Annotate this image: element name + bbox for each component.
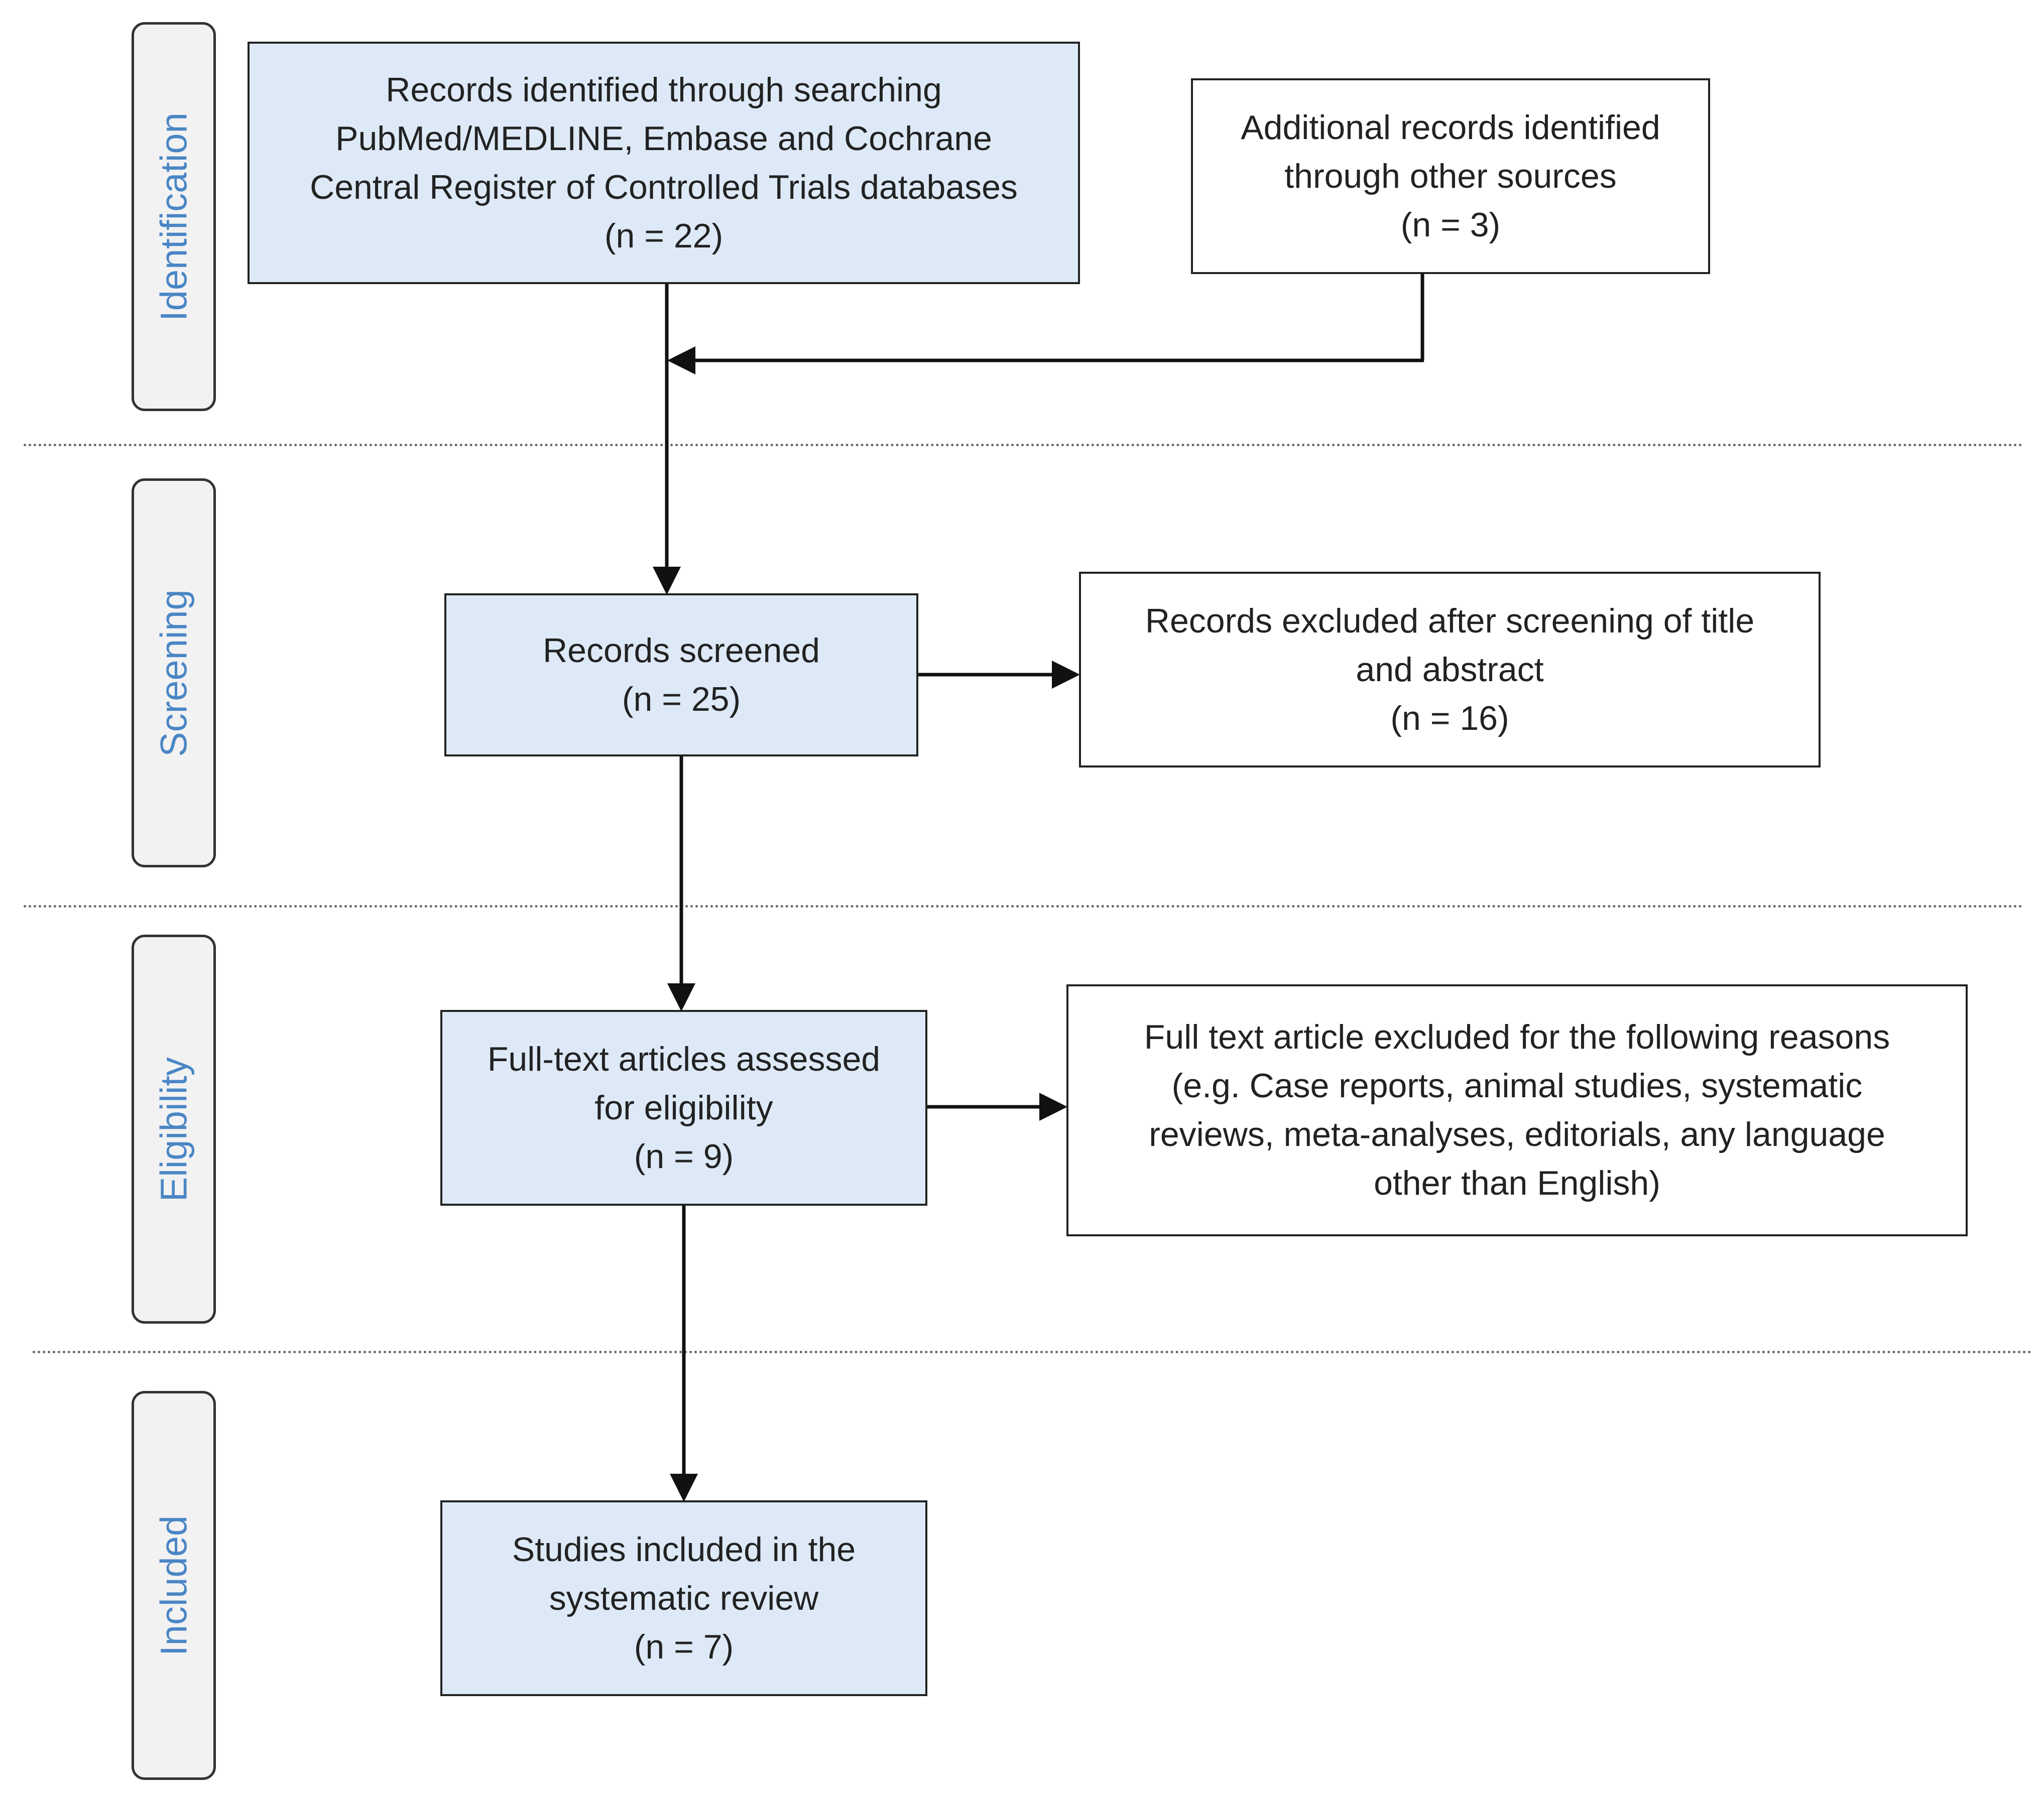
fulltext-assessed-count: (n = 9): [634, 1137, 734, 1176]
stage-label-included: Included: [132, 1391, 216, 1780]
fulltext-excluded-box: Full text article excluded for the follo…: [1066, 984, 1968, 1236]
stage-label-screening: Screening: [132, 478, 216, 867]
additional-records-box: Additional records identified through ot…: [1191, 78, 1710, 274]
records-screened-box: Records screened (n = 25): [444, 593, 918, 756]
records-identified-count: (n = 22): [604, 216, 724, 255]
stage-divider: [24, 444, 2023, 446]
studies-included-count: (n = 7): [634, 1627, 734, 1666]
additional-records-line: through other sources: [1284, 157, 1617, 195]
records-excluded-count: (n = 16): [1390, 699, 1509, 737]
fulltext-excluded-line: Full text article excluded for the follo…: [1144, 1018, 1890, 1056]
records-excluded-line: Records excluded after screening of titl…: [1145, 601, 1755, 640]
records-identified-box: Records identified through searching Pub…: [248, 42, 1080, 284]
stage-divider: [24, 905, 2023, 908]
fulltext-excluded-line: reviews, meta-analyses, editorials, any …: [1149, 1115, 1885, 1154]
studies-included-line: systematic review: [549, 1579, 819, 1617]
studies-included-line: Studies included in the: [512, 1530, 856, 1569]
fulltext-excluded-line: other than English): [1374, 1164, 1660, 1202]
additional-records-line: Additional records identified: [1241, 108, 1660, 147]
records-excluded-box: Records excluded after screening of titl…: [1079, 572, 1821, 767]
fulltext-excluded-line: (e.g. Case reports, animal studies, syst…: [1171, 1067, 1863, 1105]
stage-label-eligibility: Eligibility: [132, 935, 216, 1324]
records-excluded-line: and abstract: [1356, 650, 1544, 689]
fulltext-assessed-box: Full-text articles assessed for eligibil…: [440, 1010, 927, 1206]
records-screened-count: (n = 25): [622, 680, 741, 718]
stage-divider: [33, 1351, 2032, 1353]
records-identified-line: Records identified through searching: [386, 70, 942, 109]
fulltext-assessed-line: Full-text articles assessed: [487, 1040, 881, 1078]
records-identified-line: PubMed/MEDLINE, Embase and Cochrane: [335, 119, 992, 158]
fulltext-assessed-line: for eligibility: [594, 1088, 773, 1127]
additional-records-count: (n = 3): [1400, 205, 1501, 244]
records-screened-line: Records screened: [543, 631, 820, 670]
stage-label-identification: Identification: [132, 22, 216, 411]
records-identified-line: Central Register of Controlled Trials da…: [310, 168, 1018, 206]
